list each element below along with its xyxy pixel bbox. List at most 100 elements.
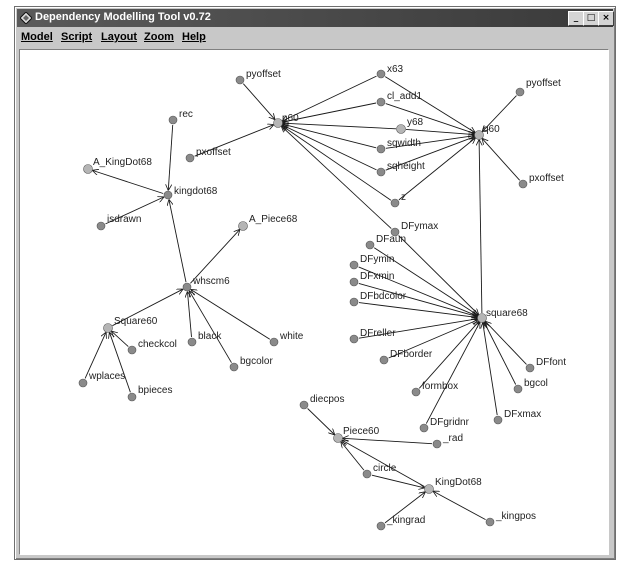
graph-node-dfbdcolor[interactable]: DFbdcolor [349,291,407,307]
node-dot[interactable] [365,240,375,250]
node-dot[interactable] [515,87,525,97]
graph-node-kingdot68[interactable]: kingdot68 [163,186,218,200]
graph-node-dfymin[interactable]: DFymin [349,254,394,270]
graph-node-kingpos[interactable]: _kingpos [485,511,536,527]
node-dot[interactable] [493,415,503,425]
node-dot[interactable] [518,179,528,189]
node-dot[interactable] [362,469,372,479]
graph-node-a_piece68[interactable]: A_Piece68 [238,214,298,231]
node-dot[interactable] [485,517,495,527]
node-dot[interactable] [474,130,484,140]
graph-node-sqheight[interactable]: sqheight [376,161,425,177]
graph-node-diecpos[interactable]: diecpos [299,394,344,410]
graph-node-pyoffset[interactable]: pyoffset [235,69,281,85]
graph-node-rec[interactable]: rec [168,109,193,125]
graph-node-kingrad[interactable]: _kingrad [376,515,425,531]
node-dot[interactable] [83,164,93,174]
node-dot[interactable] [127,345,137,355]
node-dot[interactable] [349,260,359,270]
graph-node-kingdot68b[interactable]: KingDot68 [424,477,483,494]
node-dot[interactable] [273,118,283,128]
close-button[interactable]: × [598,11,614,26]
node-dot[interactable] [182,282,192,292]
graph-node-dfborder[interactable]: DFborder [379,349,433,365]
node-dot[interactable] [513,384,523,394]
node-dot[interactable] [96,221,106,231]
graph-node-checkcol[interactable]: checkcol [127,339,177,355]
minimize-button[interactable]: _ [568,11,584,26]
node-dot[interactable] [349,297,359,307]
node-dot[interactable] [333,433,343,443]
node-dot[interactable] [168,115,178,125]
node-dot[interactable] [376,97,386,107]
graph-node-square60[interactable]: Square60 [103,316,158,333]
node-dot[interactable] [477,313,487,323]
graph-node-x63[interactable]: x63 [376,64,404,79]
node-dot[interactable] [525,363,535,373]
graph-node-pxoffset2[interactable]: pxoffset [518,173,564,189]
node-dot[interactable] [127,392,137,402]
node-dot[interactable] [235,75,245,85]
node-dot[interactable] [390,227,400,237]
node-dot[interactable] [419,423,429,433]
graph-node-square68[interactable]: square68 [477,308,529,323]
graph-node-bgcolor[interactable]: bgcolor [229,356,273,372]
graph-node-z[interactable]: z [390,192,406,208]
graph-node-wplaces[interactable]: wplaces [78,371,125,388]
graph-node-whscm6[interactable]: whscm6 [182,276,230,292]
graph-node-white[interactable]: white [269,331,304,347]
node-dot[interactable] [187,337,197,347]
graph-node-pxoffset[interactable]: pxoffset [185,147,231,163]
graph-node-dfxmax[interactable]: DFxmax [493,409,541,425]
graph-node-dfreller[interactable]: DFreller [349,328,396,344]
node-dot[interactable] [185,153,195,163]
dependency-graph[interactable]: pyoffset x63 pyoffset cl_add1 p60 y68 sqwidth s… [20,50,608,554]
graph-node-rad[interactable]: _rad [432,433,463,449]
graph-node-q60[interactable]: q60 [474,124,501,140]
node-dot[interactable] [376,144,386,154]
menu-model[interactable]: Model [21,31,53,43]
graph-node-p60[interactable]: p60 [273,113,300,128]
graph-node-sqwidth[interactable]: sqwidth [376,138,421,154]
node-dot[interactable] [424,484,434,494]
graph-node-dfxmin[interactable]: DFxmin [349,271,394,287]
graph-node-bgcol[interactable]: bgcol [513,378,548,394]
node-dot[interactable] [411,387,421,397]
node-dot[interactable] [379,355,389,365]
menu-layout[interactable]: Layout [101,31,138,43]
menu-script[interactable]: Script [61,31,93,43]
node-dot[interactable] [78,378,88,388]
graph-node-a_kingdot68[interactable]: A_KingDot68 [83,157,153,174]
node-dot[interactable] [376,69,386,79]
graph-node-pyoffset2[interactable]: pyoffset [515,78,561,97]
graph-node-dfymax[interactable]: DFymax [390,221,438,237]
graph-node-bpieces[interactable]: bpieces [127,385,172,402]
menu-help[interactable]: Help [182,31,206,43]
graph-node-dffont[interactable]: DFfont [525,357,566,373]
title-bar[interactable]: Dependency Modelling Tool v0.72 _ □ × [17,9,614,27]
menu-zoom[interactable]: Zoom [144,31,174,43]
node-dot[interactable] [269,337,279,347]
node-dot[interactable] [103,323,113,333]
graph-node-y68[interactable]: y68 [396,117,424,134]
node-dot[interactable] [376,521,386,531]
node-dot[interactable] [349,334,359,344]
graph-node-circle[interactable]: circle [362,463,397,479]
node-dot[interactable] [238,221,248,231]
maximize-button[interactable]: □ [583,11,599,26]
node-dot[interactable] [229,362,239,372]
node-dot[interactable] [299,400,309,410]
graph-node-piece60[interactable]: Piece60 [333,426,380,443]
node-dot[interactable] [349,277,359,287]
graph-node-black[interactable]: black [187,331,222,347]
graph-node-cl_add1[interactable]: cl_add1 [376,91,422,107]
node-dot[interactable] [396,124,406,134]
graph-node-dfaun[interactable]: DFaun [365,234,406,250]
graph-canvas[interactable]: pyoffset x63 pyoffset cl_add1 p60 y68 sqwidth s… [19,49,609,555]
node-dot[interactable] [432,439,442,449]
graph-node-formbox[interactable]: formbox [411,381,458,397]
node-dot[interactable] [390,198,400,208]
graph-node-dfgridnr[interactable]: DFgridnr [419,417,470,433]
graph-node-isdrawn[interactable]: isdrawn [96,214,141,231]
node-dot[interactable] [163,190,173,200]
